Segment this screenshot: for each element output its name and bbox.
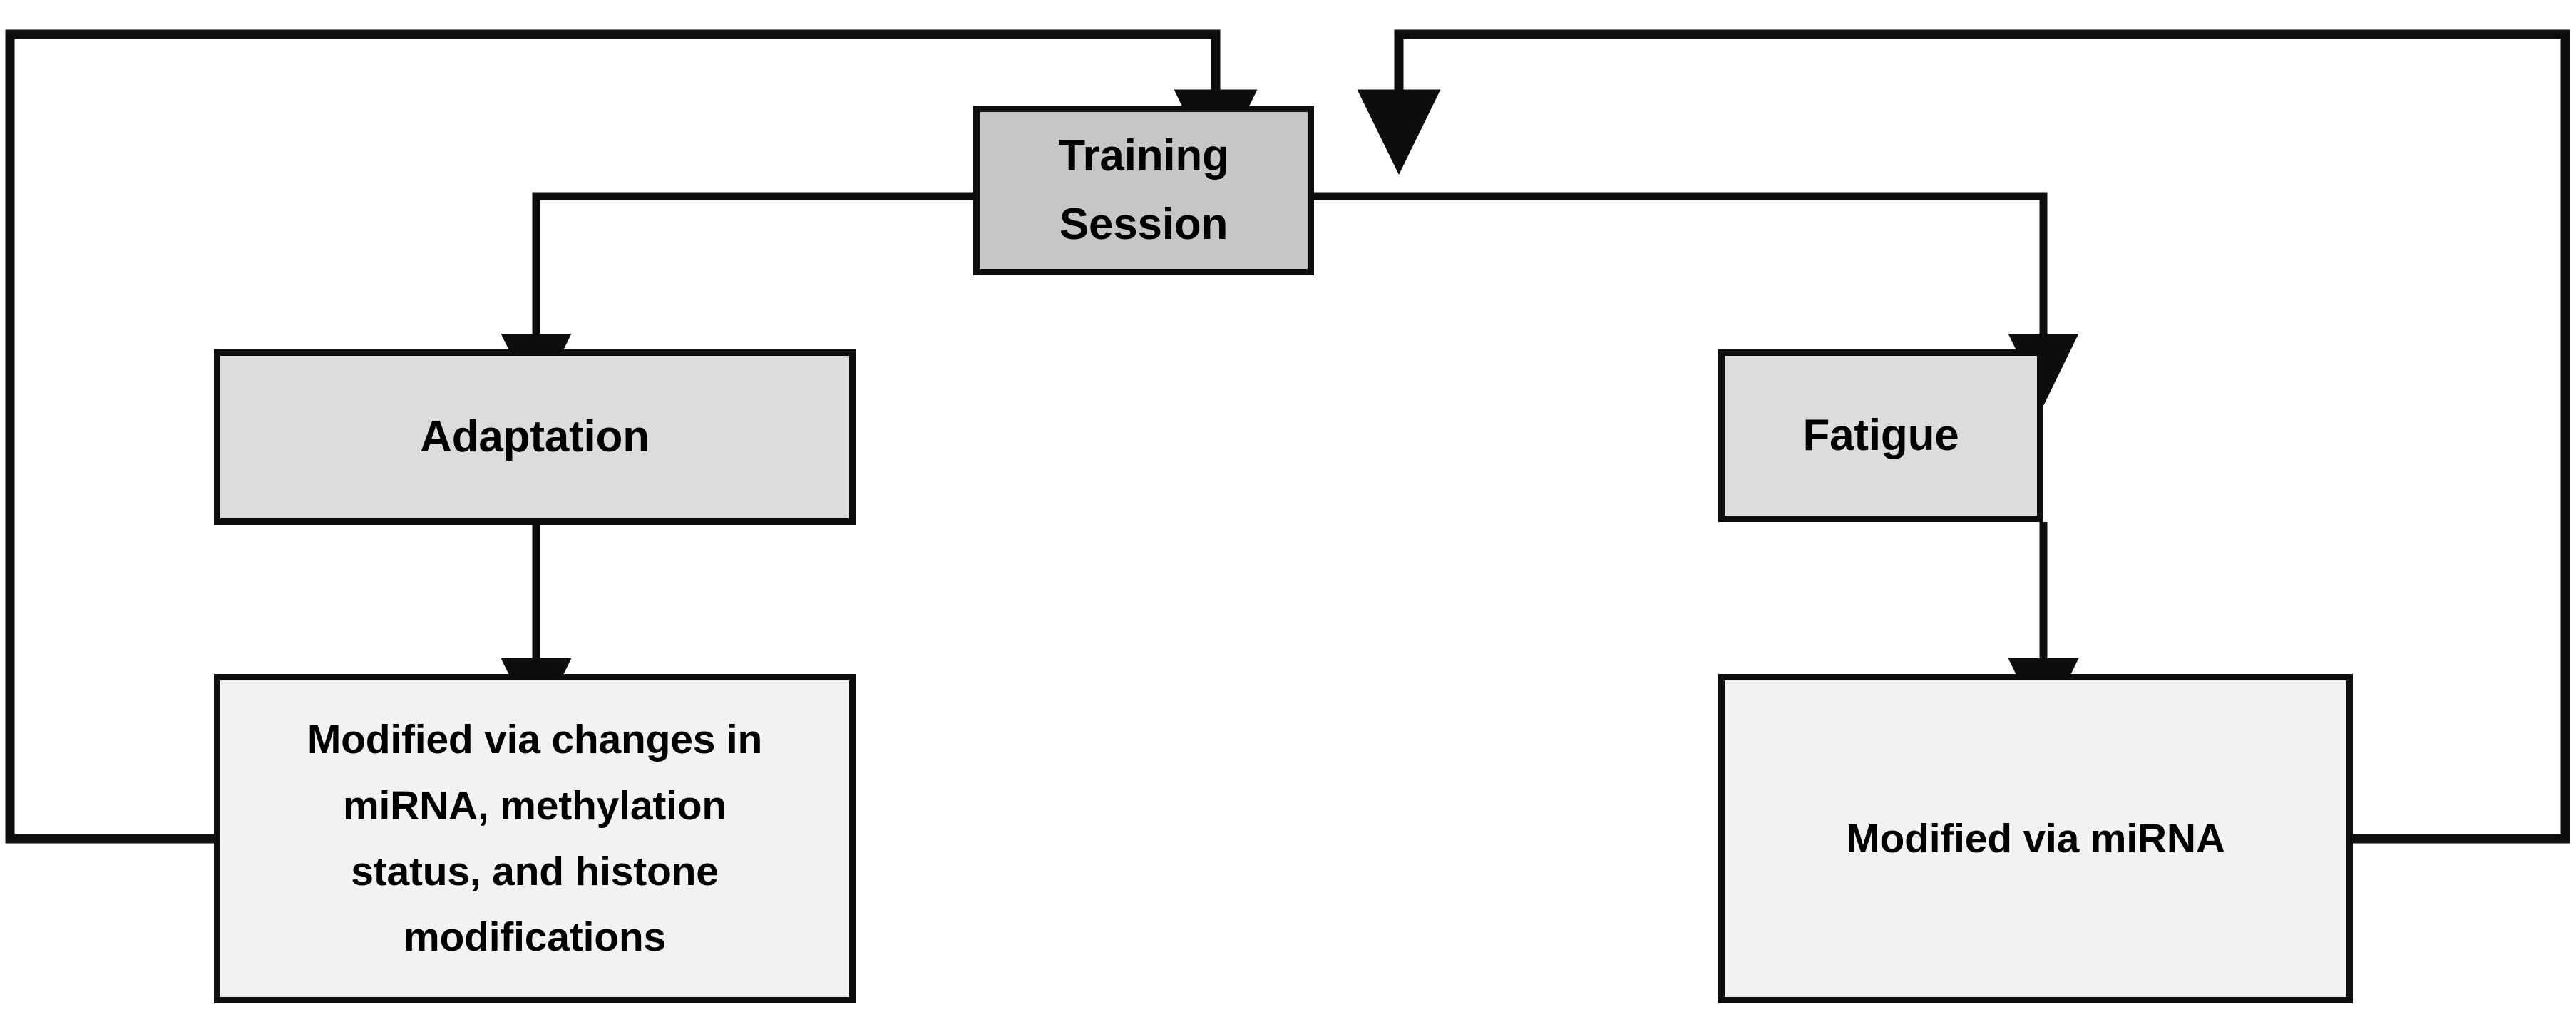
edge-training-to-fatigue bbox=[1314, 192, 2079, 406]
node-fatigue-mechanism-label: Modified via miRNA bbox=[1846, 815, 2225, 862]
node-fatigue-mechanism[interactable]: Modified via miRNA bbox=[1718, 674, 2353, 1003]
edge-training-to-adaptation bbox=[501, 192, 973, 406]
node-training-session-label: Training Session bbox=[1058, 131, 1229, 249]
node-fatigue[interactable]: Fatigue bbox=[1718, 349, 2043, 522]
node-training-session[interactable]: Training Session bbox=[973, 106, 1314, 275]
node-fatigue-label: Fatigue bbox=[1802, 410, 1959, 460]
node-adaptation-label: Adaptation bbox=[420, 412, 650, 461]
node-adaptation[interactable]: Adaptation bbox=[214, 349, 856, 525]
edge-fatigue-mechanism-feedback bbox=[1357, 29, 2570, 844]
edge-adaptation-mechanism-feedback bbox=[5, 29, 1258, 844]
